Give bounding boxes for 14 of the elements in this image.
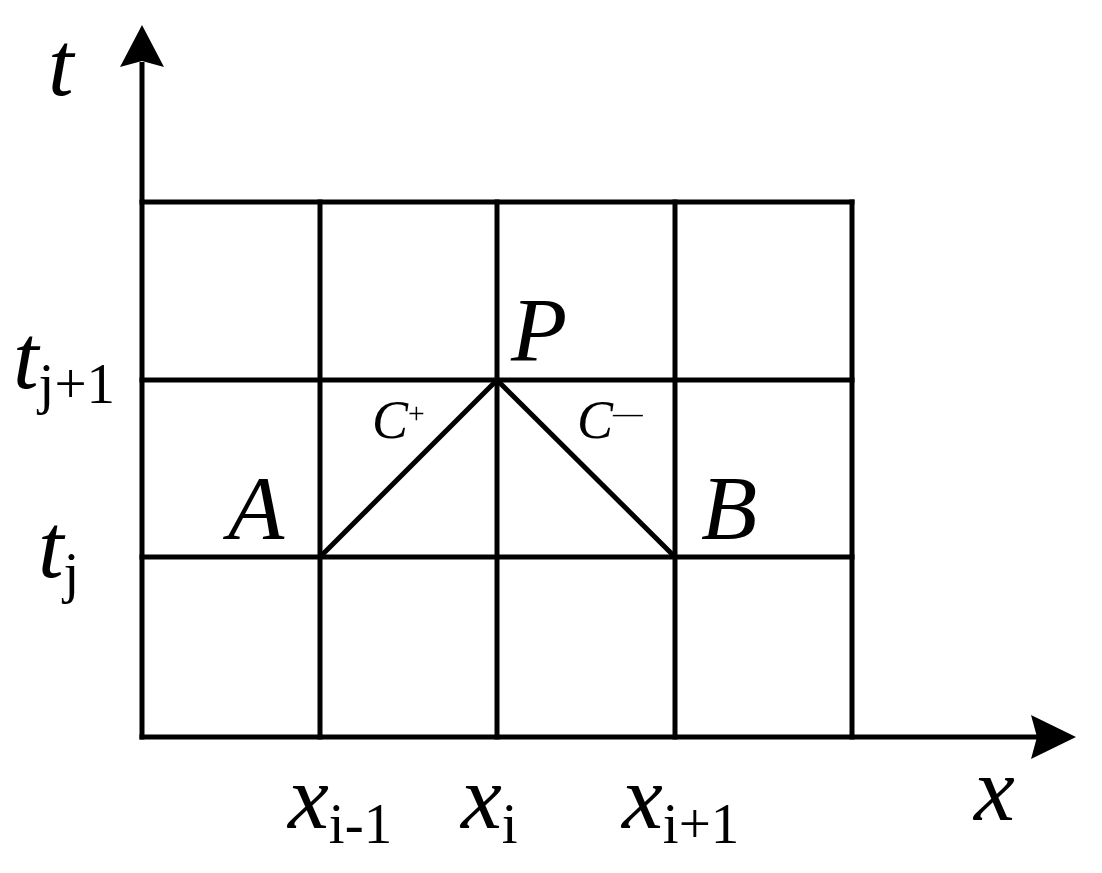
- tick-label: x$_{i-1}$: [288, 751, 393, 853]
- point-label: P: [497, 284, 577, 380]
- edge-label: C$^{+}$: [372, 393, 425, 447]
- point-label: A: [218, 462, 320, 557]
- tick-label: x$_{i+1}$: [622, 751, 740, 853]
- characteristic-line: [318, 378, 499, 559]
- axis-label: t: [48, 18, 74, 110]
- tick-label: t$_{j+1}$: [13, 311, 116, 413]
- point-label: B: [675, 462, 765, 557]
- edge-label: C$^{—}$: [577, 393, 643, 447]
- tick-label: x$_{i}$: [461, 751, 518, 853]
- characteristic-line: [495, 378, 677, 559]
- tick-label: t$_{j}$: [38, 500, 80, 602]
- axis-label: x: [974, 743, 1015, 835]
